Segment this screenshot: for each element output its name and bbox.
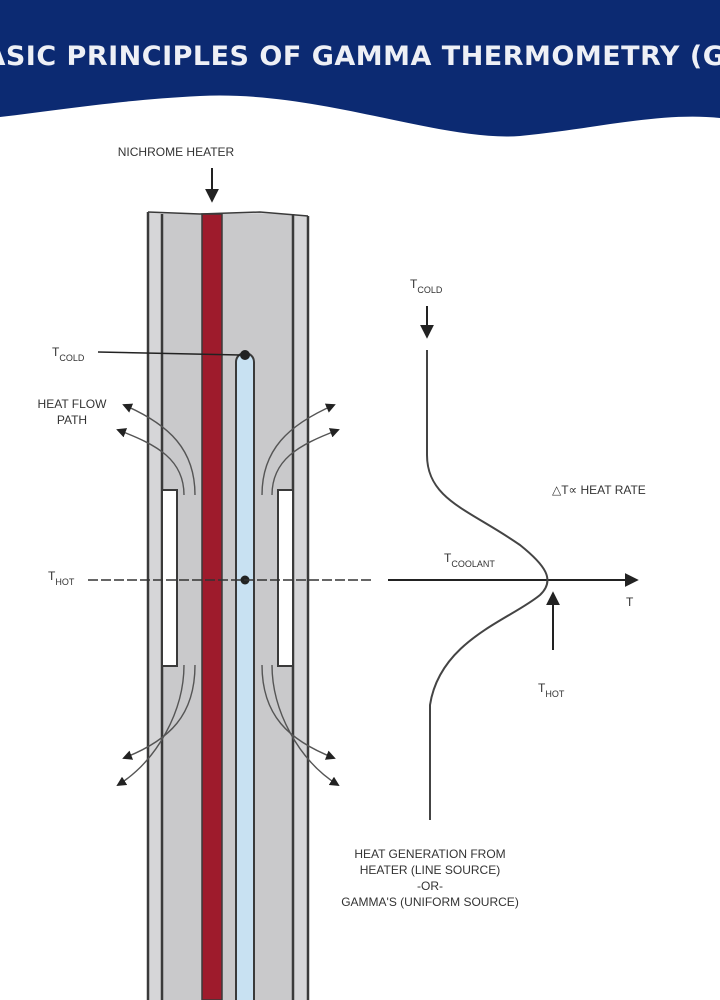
svg-text:-OR-: -OR-	[417, 879, 443, 893]
svg-text:GAMMA'S (UNIFORM SOURCE): GAMMA'S (UNIFORM SOURCE)	[341, 895, 519, 909]
t-cold-left-label: TCOLD	[52, 345, 85, 363]
heat-flow-label-2: PATH	[57, 413, 87, 427]
svg-text:HEATER (LINE SOURCE): HEATER (LINE SOURCE)	[360, 863, 500, 877]
left-gas-gap	[161, 489, 178, 667]
t-cold-right-label: TCOLD	[410, 277, 443, 295]
temperature-profile-curve	[426, 350, 549, 820]
delta-t-label: △T∝ HEAT RATE	[552, 483, 646, 497]
right-gas-gap	[277, 489, 294, 667]
heat-generation-note: HEAT GENERATION FROM HEATER (LINE SOURCE…	[341, 847, 519, 909]
t-hot-left-label: THOT	[48, 569, 75, 587]
gt-sensor-tube	[146, 211, 310, 1000]
heat-flow-paths	[116, 403, 340, 787]
page-title: BASIC PRINCIPLES OF GAMMA THERMOMETRY (G…	[0, 41, 720, 72]
axis-t-label: T	[626, 595, 634, 609]
svg-text:HEAT GENERATION FROM: HEAT GENERATION FROM	[354, 847, 505, 861]
t-hot-right-label: THOT	[538, 681, 565, 699]
heat-flow-label: HEAT FLOW	[38, 397, 108, 411]
thermocouple	[235, 352, 255, 1000]
t-coolant-label: TCOOLANT	[444, 551, 495, 569]
nichrome-heater-label: NICHROME HEATER	[118, 145, 235, 159]
nichrome-heater	[201, 213, 223, 1000]
header-banner	[0, 0, 720, 137]
t-cold-leader	[97, 351, 241, 356]
